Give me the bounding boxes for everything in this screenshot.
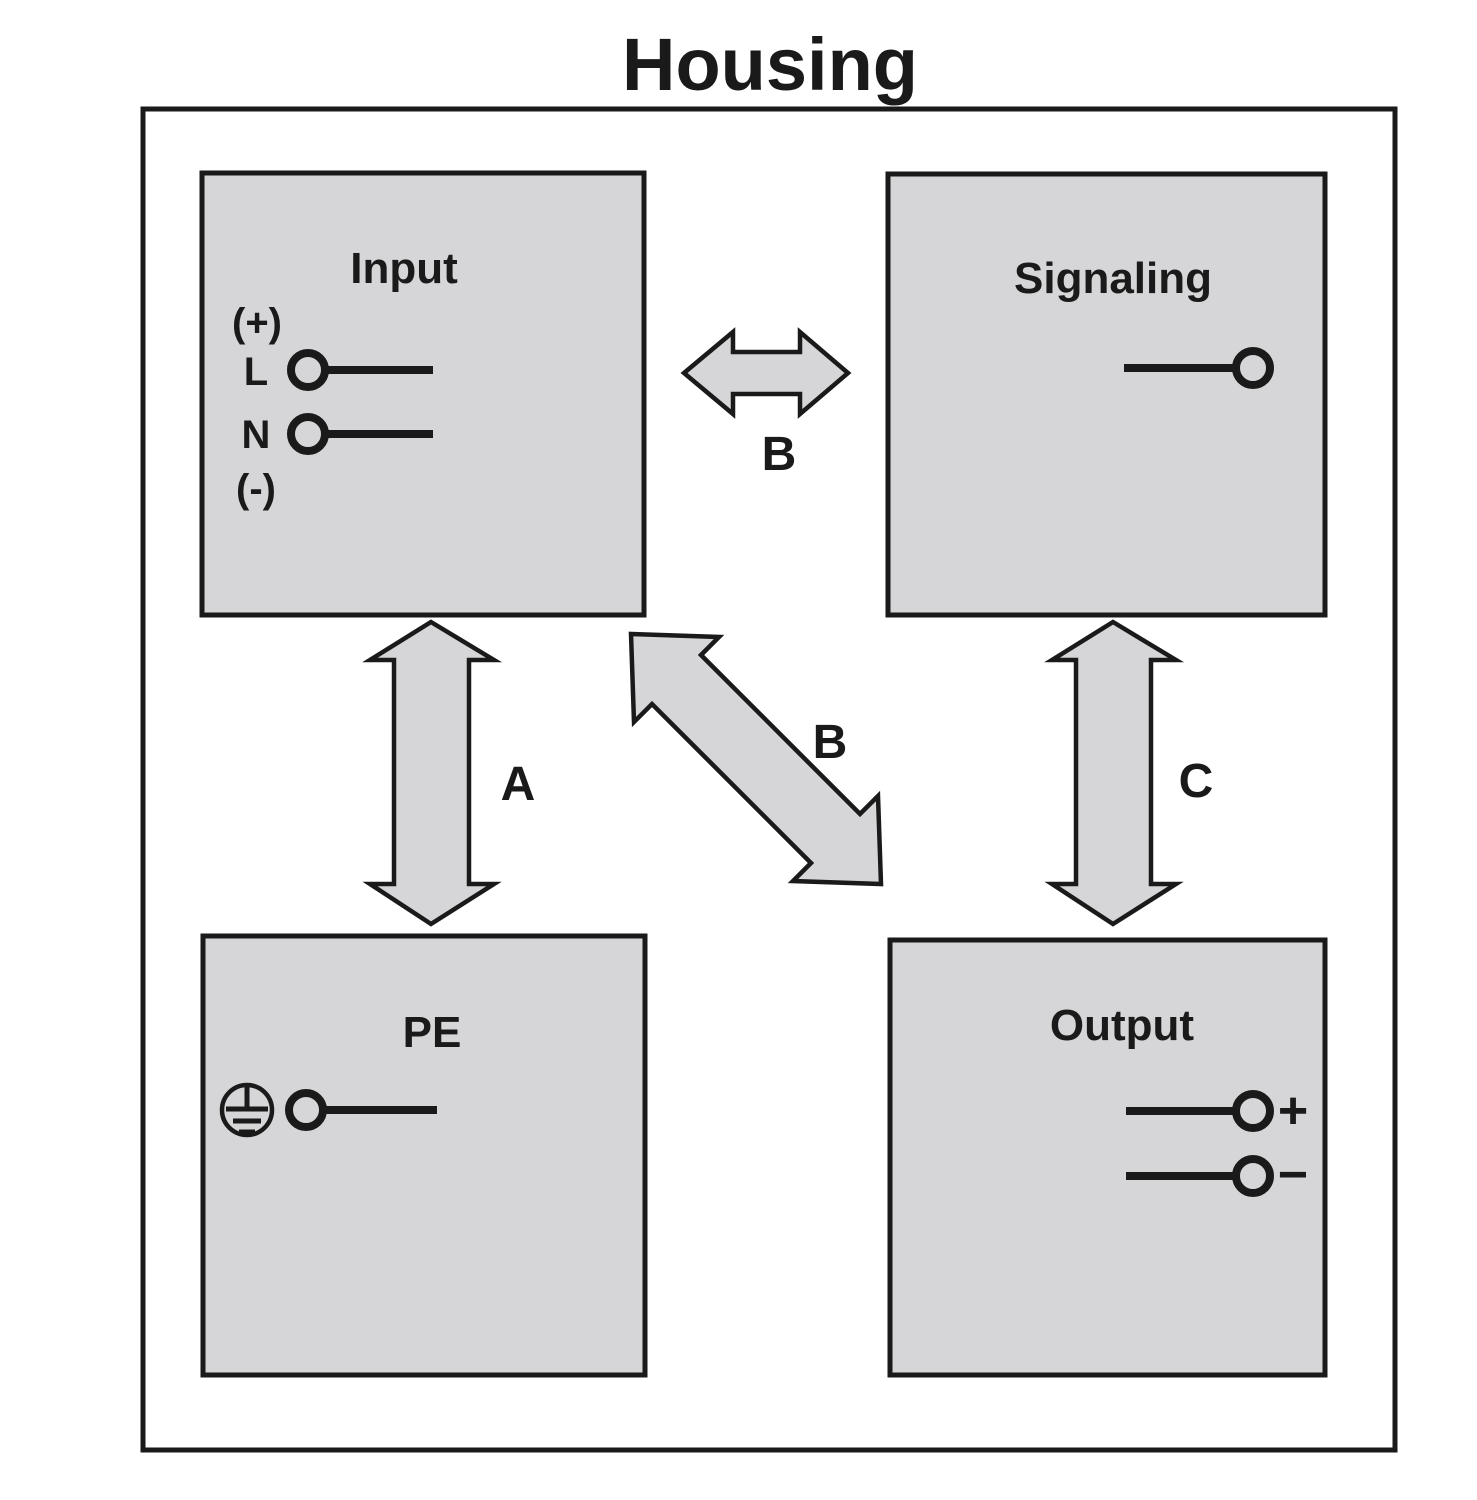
arrow-b-diagonal-label: B	[813, 716, 848, 769]
arrow-a-vertical[interactable]: A	[362, 619, 536, 927]
input-block-rect	[199, 170, 647, 618]
arrow-b-horizontal[interactable]: B	[680, 327, 852, 481]
block-input[interactable]: Input (+) L N (-)	[199, 170, 647, 618]
block-pe[interactable]: PE	[200, 933, 648, 1378]
neutral-terminal-label: N	[242, 413, 271, 457]
line-terminal-label: L	[244, 350, 268, 394]
signaling-block-label: Signaling	[1014, 254, 1212, 303]
signal-terminal[interactable]	[1124, 347, 1274, 389]
protective-earth-symbol	[219, 1082, 275, 1138]
output-positive-terminal[interactable]: +	[1126, 1082, 1308, 1140]
block-signaling[interactable]: Signaling	[885, 171, 1328, 618]
arrow-c-vertical[interactable]: C	[1044, 619, 1214, 927]
arrow-b-diagonal-shape	[628, 631, 884, 887]
output-negative-label: −	[1278, 1146, 1308, 1204]
input-polarity-positive: (+)	[232, 301, 282, 345]
output-positive-label: +	[1278, 1082, 1308, 1140]
arrow-c-vertical-label: C	[1179, 755, 1214, 808]
page-title: Housing	[622, 23, 918, 106]
output-block-label: Output	[1050, 1001, 1195, 1050]
output-positive-circle	[1232, 1090, 1274, 1132]
signaling-block-rect	[885, 171, 1328, 618]
signal-terminal-circle	[1232, 347, 1274, 389]
arrow-a-vertical-shape	[362, 619, 503, 927]
pe-block-label: PE	[403, 1008, 462, 1057]
arrow-b-horizontal-shape	[680, 327, 852, 419]
neutral-terminal[interactable]: N	[242, 413, 433, 457]
arrow-b-horizontal-label: B	[762, 428, 797, 481]
earth-terminal[interactable]	[285, 1089, 437, 1131]
line-terminal[interactable]: L	[244, 349, 433, 394]
input-polarity-negative: (-)	[236, 467, 276, 511]
arrow-c-vertical-shape	[1044, 619, 1185, 927]
arrow-a-vertical-label: A	[501, 758, 536, 811]
pe-block-rect	[200, 933, 648, 1378]
input-block-label: Input	[350, 244, 458, 293]
output-negative-circle	[1232, 1155, 1274, 1197]
block-output[interactable]: Output + −	[887, 937, 1328, 1378]
output-negative-terminal[interactable]: −	[1126, 1146, 1308, 1204]
arrow-b-diagonal[interactable]: B	[628, 631, 884, 887]
